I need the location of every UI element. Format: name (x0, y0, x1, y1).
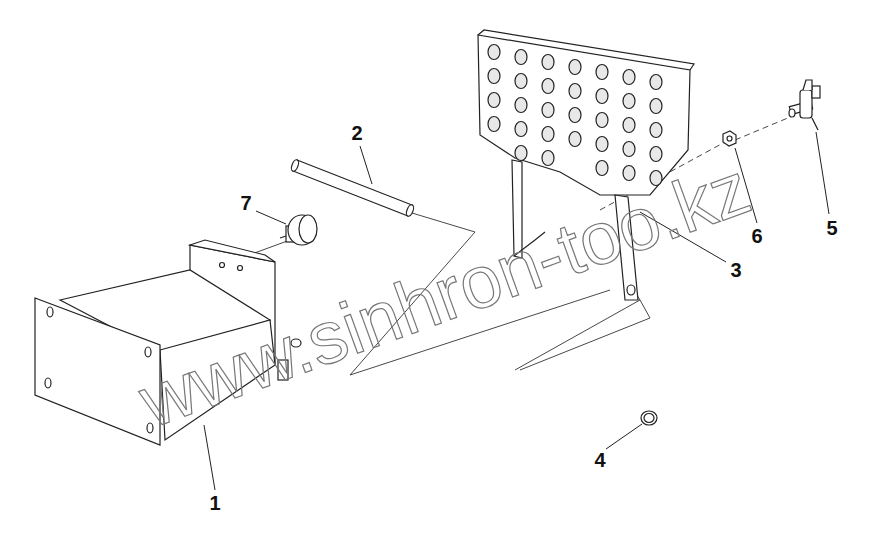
plate-hole (515, 122, 527, 137)
nut (723, 131, 736, 146)
callout-number: 2 (351, 123, 362, 143)
plate-hole (488, 93, 500, 108)
callout-number: 7 (240, 193, 251, 213)
callout-number: 5 (826, 218, 837, 238)
callout-number: 6 (751, 226, 762, 246)
plate-hole (569, 132, 581, 147)
plate-hole (596, 89, 608, 104)
plate-hole (542, 79, 554, 94)
plate-hole (650, 99, 662, 114)
bumper (280, 215, 317, 245)
sensor (789, 80, 820, 130)
plate-hole (596, 65, 608, 80)
plate-hole (488, 117, 500, 132)
plate-hole (650, 147, 662, 162)
plate-hole (650, 123, 662, 138)
plate-hole (542, 103, 554, 118)
plate-hole (488, 69, 500, 84)
plate-hole (569, 84, 581, 99)
plate-hole (515, 50, 527, 65)
plate-hole (569, 108, 581, 123)
plate-hole (515, 146, 527, 161)
plate-hole (569, 60, 581, 75)
plate-hole (542, 55, 554, 70)
plate-hole (596, 113, 608, 128)
callout-number: 4 (594, 450, 605, 470)
plate-hole (515, 74, 527, 89)
pin (290, 159, 415, 217)
plate-hole (623, 118, 635, 133)
plate-hole (596, 161, 608, 176)
plate-hole (488, 45, 500, 60)
plate-hole (650, 75, 662, 90)
plate-hole (623, 166, 635, 181)
circlip (641, 411, 657, 425)
plate-hole (623, 94, 635, 109)
plate-hole (542, 127, 554, 142)
callout-number: 3 (730, 260, 741, 280)
plate-hole (596, 137, 608, 152)
callout-number: 1 (209, 493, 220, 513)
plate-hole (542, 151, 554, 166)
plate-hole (515, 98, 527, 113)
plate-hole (623, 70, 635, 85)
plate-hole (623, 142, 635, 157)
